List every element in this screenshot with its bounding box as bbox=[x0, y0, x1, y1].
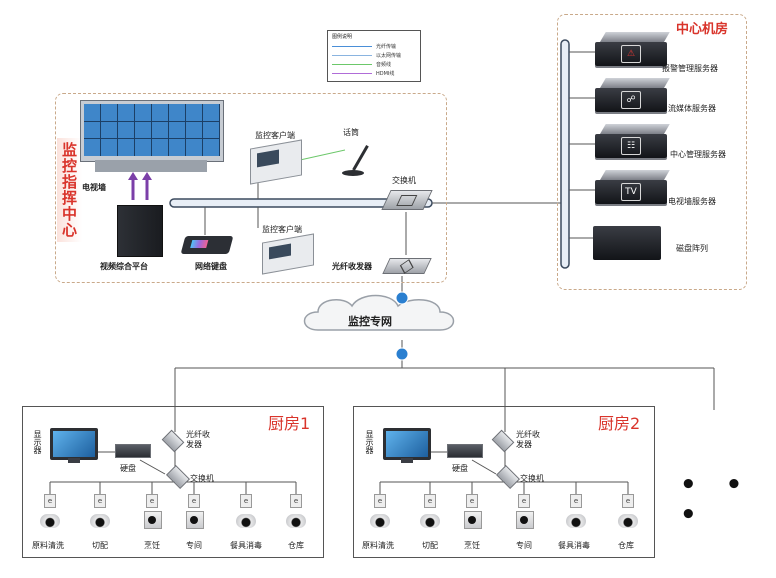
command-center-title: 监控指挥中心 bbox=[57, 138, 82, 242]
display-label: 显示器 bbox=[365, 430, 374, 454]
nvr-icon bbox=[115, 444, 151, 458]
camera-label: 烹饪 bbox=[144, 541, 160, 550]
camera-label: 仓库 bbox=[618, 541, 634, 550]
transceiver-label: 光纤收发器 bbox=[186, 430, 210, 449]
camera-label: 专间 bbox=[516, 541, 532, 550]
dome-camera-icon: e bbox=[89, 494, 111, 528]
dome-camera-icon: e bbox=[617, 494, 639, 528]
camera-label: 原料清洗 bbox=[32, 541, 64, 550]
display-monitor-icon bbox=[383, 428, 431, 463]
server-room-title: 中心机房 bbox=[676, 22, 729, 37]
mic-label: 话筒 bbox=[343, 128, 359, 137]
legend: 图例说明 光纤传输 以太网传输 音频线 HDMI线 bbox=[327, 30, 421, 82]
tv-wall-label: 电视墙 bbox=[82, 183, 106, 192]
nvr-label: 硬盘 bbox=[120, 464, 136, 473]
dome-camera-icon: e bbox=[285, 494, 307, 528]
dome-camera-icon: e bbox=[419, 494, 441, 528]
more-kitchens-ellipsis: • • • bbox=[680, 470, 753, 530]
box-camera-icon: e bbox=[513, 494, 535, 529]
camera-label: 餐具消毒 bbox=[558, 541, 590, 550]
switch-label: 交换机 bbox=[392, 176, 416, 185]
tv-wall-server-icon: TV bbox=[595, 170, 670, 204]
server-label: 中心管理服务器 bbox=[670, 150, 726, 159]
camera-label: 专间 bbox=[186, 541, 202, 550]
nvr-label: 硬盘 bbox=[452, 464, 468, 473]
dome-camera-icon: e bbox=[565, 494, 587, 528]
dome-camera-icon: e bbox=[39, 494, 61, 528]
server-label: 报警管理服务器 bbox=[662, 64, 718, 73]
switch-label: 交换机 bbox=[190, 474, 214, 483]
tv-wall-base bbox=[95, 160, 207, 172]
display-label: 显示器 bbox=[33, 430, 42, 454]
kitchen-box bbox=[353, 406, 655, 558]
dome-camera-icon: e bbox=[369, 494, 391, 528]
server-label: 流媒体服务器 bbox=[668, 104, 716, 113]
client1-label: 监控客户端 bbox=[255, 131, 295, 140]
switch-label: 交换机 bbox=[520, 474, 544, 483]
media-server-icon: ☍ bbox=[595, 78, 670, 112]
server-label: 电视墙服务器 bbox=[668, 197, 716, 206]
kitchen-box bbox=[22, 406, 324, 558]
management-server-icon: ☷ bbox=[595, 124, 670, 158]
legend-item: HDMI线 bbox=[376, 71, 395, 77]
keyboard-label: 网络键盘 bbox=[195, 262, 227, 271]
kitchen-title: 厨房1 bbox=[268, 414, 311, 433]
camera-label: 原料清洗 bbox=[362, 541, 394, 550]
kitchen-title: 厨房2 bbox=[598, 414, 641, 433]
tv-wall bbox=[80, 100, 224, 162]
transceiver-label: 光纤收发器 bbox=[516, 430, 540, 449]
network-keyboard-icon bbox=[180, 236, 234, 254]
server-label: 磁盘阵列 bbox=[676, 244, 708, 253]
camera-label: 烹饪 bbox=[464, 541, 480, 550]
camera-label: 切配 bbox=[92, 541, 108, 550]
dome-camera-icon: e bbox=[235, 494, 257, 528]
disk-array-icon bbox=[593, 226, 661, 260]
platform-label: 视频综合平台 bbox=[100, 262, 148, 271]
video-platform-icon bbox=[117, 205, 163, 257]
box-camera-icon: e bbox=[141, 494, 163, 529]
camera-label: 仓库 bbox=[288, 541, 304, 550]
legend-title: 图例说明 bbox=[332, 34, 353, 40]
client2-label: 监控客户端 bbox=[262, 225, 302, 234]
box-camera-icon: e bbox=[183, 494, 205, 529]
nvr-icon bbox=[447, 444, 483, 458]
legend-item: 以太网传输 bbox=[376, 53, 402, 59]
camera-label: 切配 bbox=[422, 541, 438, 550]
fiber-transceiver-icon bbox=[382, 258, 432, 274]
display-monitor-icon bbox=[50, 428, 98, 463]
box-camera-icon: e bbox=[461, 494, 483, 529]
transceiver-label: 光纤收发器 bbox=[332, 262, 372, 271]
microphone-icon bbox=[338, 142, 369, 178]
legend-item: 音频线 bbox=[376, 62, 392, 68]
alarm-server-icon: ⚠ bbox=[595, 32, 670, 66]
network-label: 监控专网 bbox=[348, 315, 392, 328]
cloud-icon bbox=[303, 294, 455, 331]
camera-label: 餐具消毒 bbox=[230, 541, 262, 550]
command-center-box bbox=[55, 93, 447, 283]
legend-item: 光纤传输 bbox=[376, 44, 397, 50]
server-room-box bbox=[557, 14, 747, 290]
